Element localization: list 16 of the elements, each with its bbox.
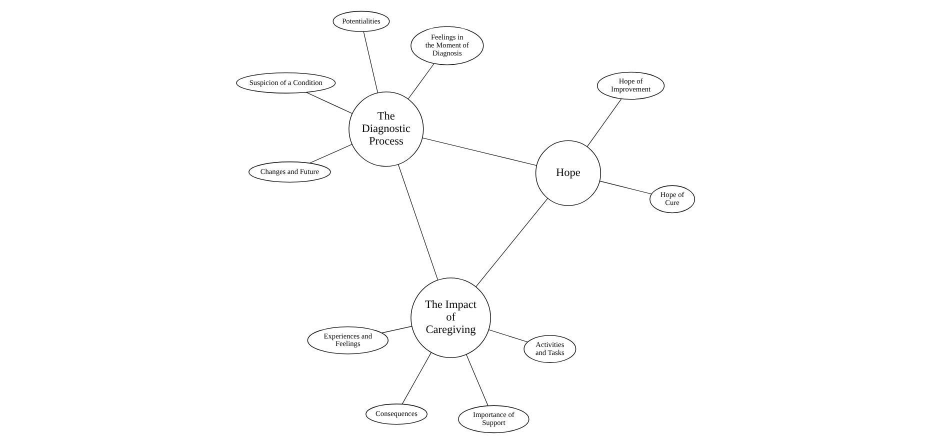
node-circle: Hope (535, 140, 601, 206)
connector (402, 352, 432, 404)
connector (309, 143, 352, 163)
connector (466, 354, 488, 406)
connector (363, 30, 378, 93)
connector (586, 98, 622, 146)
connector (476, 198, 548, 287)
connector (398, 164, 438, 280)
node-circle: The Diagnostic Process (348, 91, 424, 166)
connector (599, 180, 652, 194)
connector (422, 137, 537, 166)
node-circle: The Impact of Caregiving (410, 277, 491, 358)
connector (382, 326, 412, 333)
connector (306, 91, 352, 114)
connector (408, 62, 434, 99)
connector (488, 328, 528, 342)
